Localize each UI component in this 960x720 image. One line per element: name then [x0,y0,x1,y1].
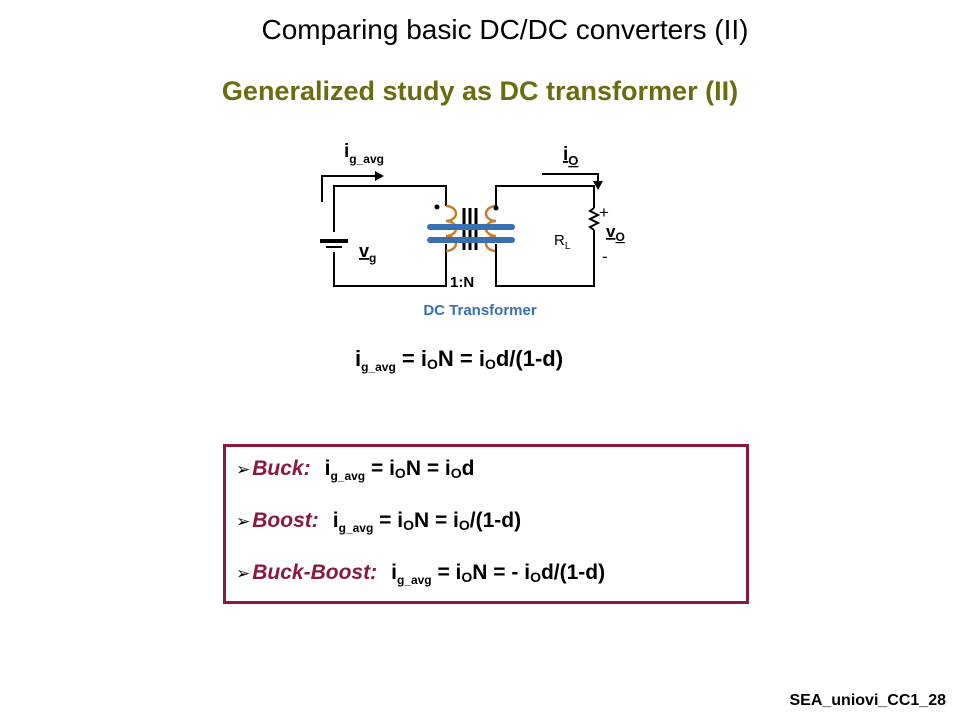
secondary-wire [495,185,595,208]
plus-sign: + [599,203,609,222]
page-title: Comparing basic DC/DC converters (II) [261,14,749,45]
main-equation: ig_avg = iON = iOd/(1-d) [355,346,564,374]
bullet-arrow-icon: ➢ [236,460,251,479]
io-label: iO [563,144,578,168]
ig-label: ig_avg [344,141,384,166]
ig-arrowhead [375,171,384,181]
primary-wire-bottom [333,244,447,287]
load-resistor [587,207,601,231]
bullet-arrow-icon: ➢ [236,564,251,583]
dc-transformer-circuit: ig_avg iO vg vO RL + - 1:N [320,141,625,291]
circuit-caption: DC Transformer [423,302,537,319]
polarity-dot-primary [434,204,440,210]
page-subtitle: Generalized study as DC transformer (II) [221,76,739,106]
rl-label: RL [554,232,571,252]
io-arrow [542,173,599,186]
io-arrowhead [593,181,603,190]
secondary-wire-bottom [495,230,595,287]
converter-summary-box: ➢Buck:ig_avg = iON = iOd ➢Boost:ig_avg =… [223,444,749,604]
primary-wire [333,185,447,232]
vg-label: vg [359,241,376,265]
core-bar-top [427,224,515,230]
core-bar-bottom [427,237,515,243]
slide-footer: SEA_uniovi_CC1_28 [789,692,946,709]
turns-ratio: 1:N [450,274,474,291]
list-item-buck-boost: ➢Buck-Boost:ig_avg = iON = - iOd/(1-d) [236,561,606,587]
ig-arrow [321,175,382,202]
minus-sign: - [602,247,608,266]
vo-label: vO [606,222,625,244]
list-item-boost: ➢Boost:ig_avg = iON = iO/(1-d) [236,509,522,535]
polarity-dot-secondary [493,205,499,211]
list-item-buck: ➢Buck:ig_avg = iON = iOd [236,457,475,483]
bullet-arrow-icon: ➢ [236,512,251,531]
